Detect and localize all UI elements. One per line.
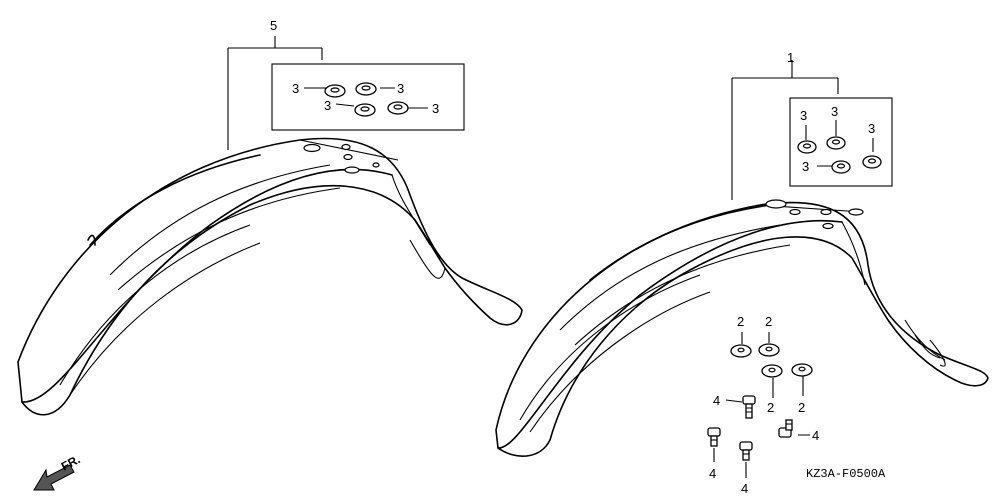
bolt-set	[707, 395, 810, 478]
diagram-code: KZ3A-F0500A	[806, 467, 886, 481]
front-direction-arrow	[33, 464, 75, 491]
callout-4-label: 4	[709, 466, 716, 481]
callout-4-label: 4	[812, 428, 819, 443]
nut-set-left	[271, 63, 465, 131]
callout-3-label: 3	[432, 101, 439, 116]
front-fender-left	[17, 137, 523, 416]
callout-3-label: 3	[292, 81, 299, 96]
callout-3-label: 3	[397, 81, 404, 96]
callout-3-label: 3	[800, 108, 807, 123]
callout-3-label: 3	[324, 98, 331, 113]
callout-bracket-1	[731, 60, 839, 200]
callout-bracket-5	[227, 36, 323, 150]
callout-2-label: 2	[765, 314, 772, 329]
callout-2-label: 2	[767, 400, 774, 415]
callout-5-label: 5	[270, 18, 277, 33]
callout-4-label: 4	[741, 481, 748, 496]
washer-set	[730, 332, 813, 398]
callout-2-label: 2	[737, 314, 744, 329]
rear-fender-right	[495, 199, 989, 457]
nut-set-right	[789, 97, 893, 187]
callout-3-label: 3	[802, 159, 809, 174]
callout-1-label: 1	[787, 50, 794, 65]
callout-3-label: 3	[831, 104, 838, 119]
callout-3-label: 3	[868, 121, 875, 136]
callout-2-label: 2	[798, 400, 805, 415]
callout-4-label: 4	[713, 393, 720, 408]
